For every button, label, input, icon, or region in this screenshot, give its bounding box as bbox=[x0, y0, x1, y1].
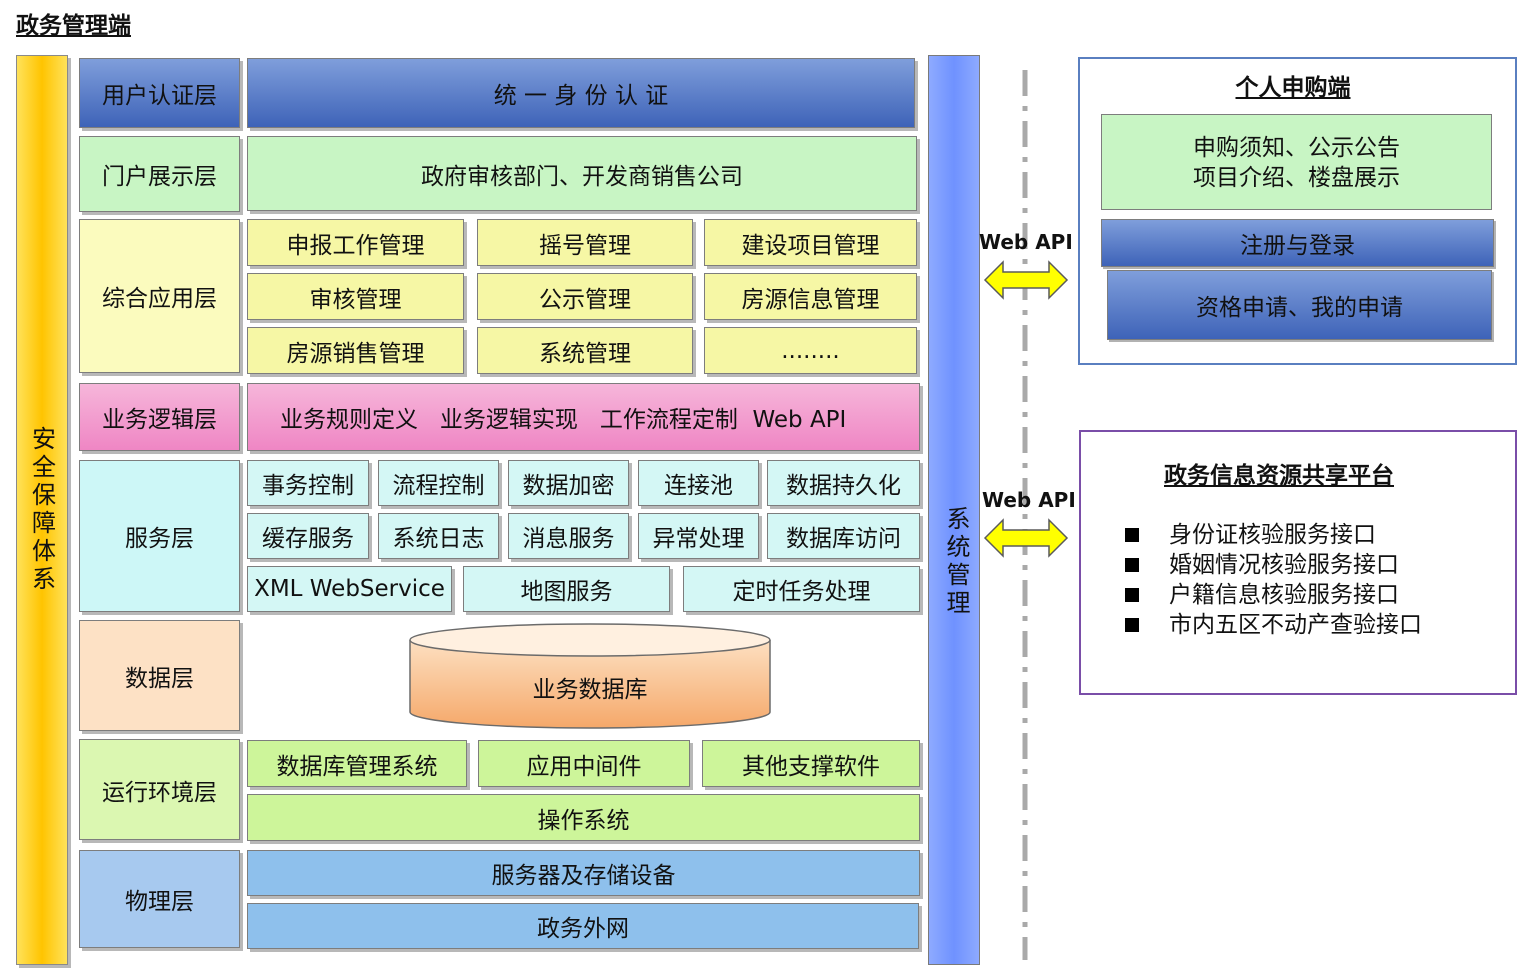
list-item: 身份证核验服务接口 bbox=[1125, 520, 1422, 550]
double-arrow-icon bbox=[983, 518, 1069, 558]
apply-box: 资格申请、我的申请 bbox=[1107, 270, 1492, 340]
app-item: 房源信息管理 bbox=[704, 273, 917, 320]
security-label: 安全保障体系 bbox=[27, 426, 56, 594]
layer-physical: 物理层 bbox=[79, 850, 240, 948]
app-item: 房源销售管理 bbox=[247, 327, 464, 374]
api-label-top: Web API bbox=[979, 230, 1073, 254]
logic-box: 业务规则定义 业务逻辑实现 工作流程定制 Web API bbox=[247, 383, 920, 451]
runtime-item: 数据库管理系统 bbox=[247, 740, 467, 787]
service-item: 异常处理 bbox=[638, 513, 759, 559]
app-item: 摇号管理 bbox=[477, 219, 693, 266]
layer-auth: 用户认证层 bbox=[79, 58, 240, 128]
gov-network: 政务外网 bbox=[247, 903, 919, 949]
service-item: XML WebService bbox=[247, 566, 452, 612]
service-item: 系统日志 bbox=[378, 513, 499, 559]
app-item: ........ bbox=[704, 327, 917, 374]
bullet-square-icon bbox=[1125, 588, 1139, 602]
personal-info-line2: 项目介绍、楼盘展示 bbox=[1193, 165, 1400, 191]
layer-service: 服务层 bbox=[79, 460, 240, 612]
portal-box: 政府审核部门、开发商销售公司 bbox=[247, 136, 917, 211]
app-item: 申报工作管理 bbox=[247, 219, 464, 266]
personal-title: 个人申购端 bbox=[1235, 75, 1351, 101]
server-storage: 服务器及存储设备 bbox=[247, 850, 920, 896]
database-cylinder bbox=[409, 623, 771, 729]
layer-logic: 业务逻辑层 bbox=[79, 383, 240, 451]
share-interface-list: 身份证核验服务接口 婚姻情况核验服务接口 户籍信息核验服务接口 市内五区不动产查… bbox=[1125, 520, 1422, 640]
runtime-item: 其他支撑软件 bbox=[702, 740, 920, 787]
runtime-item: 应用中间件 bbox=[478, 740, 690, 787]
app-item: 系统管理 bbox=[477, 327, 693, 374]
layer-apps: 综合应用层 bbox=[79, 219, 240, 373]
list-item: 户籍信息核验服务接口 bbox=[1125, 580, 1422, 610]
security-bar: 安全保障体系 bbox=[16, 55, 68, 965]
database-label: 业务数据库 bbox=[532, 677, 648, 703]
layer-runtime: 运行环境层 bbox=[79, 739, 240, 840]
system-management-bar: 系统管理 bbox=[928, 55, 980, 965]
service-item: 事务控制 bbox=[247, 460, 369, 506]
unified-auth: 统 一 身 份 认 证 bbox=[247, 58, 915, 128]
page-title: 政务管理端 bbox=[16, 13, 131, 39]
personal-info-line1: 申购须知、公示公告 bbox=[1193, 135, 1400, 161]
layer-portal: 门户展示层 bbox=[79, 136, 240, 212]
bullet-square-icon bbox=[1125, 528, 1139, 542]
bullet-square-icon bbox=[1125, 618, 1139, 632]
layer-data: 数据层 bbox=[79, 620, 240, 731]
list-item: 婚姻情况核验服务接口 bbox=[1125, 550, 1422, 580]
app-item: 审核管理 bbox=[247, 273, 464, 320]
app-item: 公示管理 bbox=[477, 273, 693, 320]
personal-info-box: 申购须知、公示公告 项目介绍、楼盘展示 bbox=[1101, 114, 1492, 210]
service-item: 缓存服务 bbox=[247, 513, 369, 559]
service-item: 连接池 bbox=[638, 460, 759, 506]
service-item: 消息服务 bbox=[508, 513, 629, 559]
separator-line bbox=[1022, 70, 1028, 960]
service-item: 地图服务 bbox=[463, 566, 670, 612]
register-login: 注册与登录 bbox=[1101, 219, 1494, 267]
service-item: 数据库访问 bbox=[767, 513, 920, 559]
service-item: 流程控制 bbox=[378, 460, 499, 506]
share-platform-panel bbox=[1079, 430, 1517, 695]
service-item: 数据加密 bbox=[508, 460, 629, 506]
service-item: 数据持久化 bbox=[767, 460, 920, 506]
double-arrow-icon bbox=[983, 260, 1069, 300]
list-item: 市内五区不动产查验接口 bbox=[1125, 610, 1422, 640]
system-management-label: 系统管理 bbox=[942, 506, 970, 618]
bullet-square-icon bbox=[1125, 558, 1139, 572]
os-box: 操作系统 bbox=[247, 794, 920, 841]
app-item: 建设项目管理 bbox=[704, 219, 917, 266]
api-label-bottom: Web API bbox=[982, 488, 1076, 512]
service-item: 定时任务处理 bbox=[683, 566, 920, 612]
share-platform-title: 政务信息资源共享平台 bbox=[1164, 463, 1394, 489]
